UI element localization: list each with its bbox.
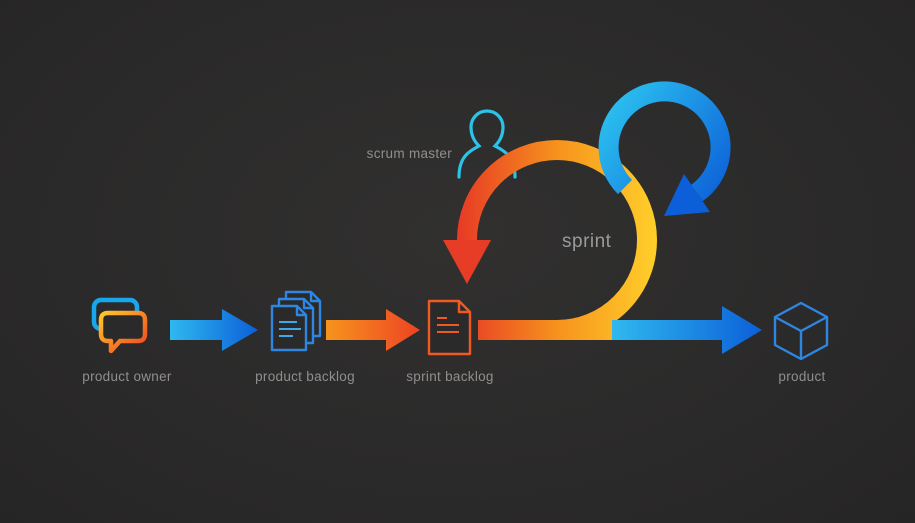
daily-scrum-loop-arrowhead	[664, 174, 710, 216]
document-icon	[427, 299, 472, 356]
arrow-owner-to-backlog	[170, 309, 258, 351]
scrum-master-label: scrum master	[366, 146, 452, 161]
product-owner-label: product owner	[82, 369, 172, 384]
documents-stack-icon	[270, 290, 322, 352]
sprint-label: sprint	[562, 231, 612, 252]
sprint-backlog-label: sprint backlog	[406, 369, 494, 384]
product-label: product	[778, 369, 826, 384]
arrow-backlog-to-sprintbacklog	[326, 309, 420, 351]
cube-icon	[773, 301, 829, 361]
person-icon	[457, 109, 517, 179]
product-backlog-label: product backlog	[255, 369, 355, 384]
chat-bubbles-icon	[91, 297, 148, 354]
arrow-sprint-to-product	[612, 306, 762, 354]
daily-scrum-loop-arrow	[598, 81, 731, 202]
sprint-loop-arrowhead	[443, 240, 491, 284]
